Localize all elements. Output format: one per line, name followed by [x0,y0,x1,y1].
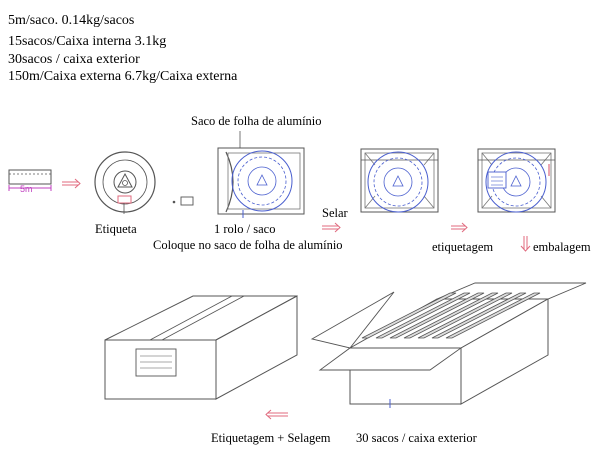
foil-bag-label: Saco de folha de alumínio [191,114,322,128]
labeling-label: etiquetagem [432,240,494,254]
seal-label: Selar [322,206,348,220]
reel-strip-icon [8,169,52,191]
per-outer-box-label: 30 sacos / caixa exterior [356,431,477,445]
sealed-bag-icon [360,148,439,213]
tape-piece-icon [172,196,194,206]
label-and-seal-label: Etiquetagem + Selagem [211,431,331,445]
process-arrow-icon [451,222,468,233]
packaging-label: embalagem [533,240,591,254]
inner-box-icon [104,295,298,400]
place-in-bag-label: Coloque no saco de folha de alumínio [153,238,343,252]
foil-bag-icon [217,131,305,218]
reel-length-label: 5m [20,184,33,194]
etiqueta-label: Etiqueta [95,222,137,236]
spec-line-1: 5m/saco. 0.14kg/sacos [8,13,135,28]
reel-icon [94,151,156,214]
process-arrow-icon [265,409,288,420]
process-arrow-icon [520,236,531,252]
spec-line-2: 15sacos/Caixa interna 3.1kg [8,34,167,49]
spec-line-4: 150m/Caixa externa 6.7kg/Caixa externa [8,69,238,84]
process-arrow-icon [62,178,81,189]
process-arrow-icon [322,222,341,233]
labeled-bag-icon [477,148,556,213]
spec-line-3: 30sacos / caixa exterior [8,52,140,67]
one-roll-per-bag-label: 1 rolo / saco [214,222,276,236]
outer-box-icon [310,282,587,408]
